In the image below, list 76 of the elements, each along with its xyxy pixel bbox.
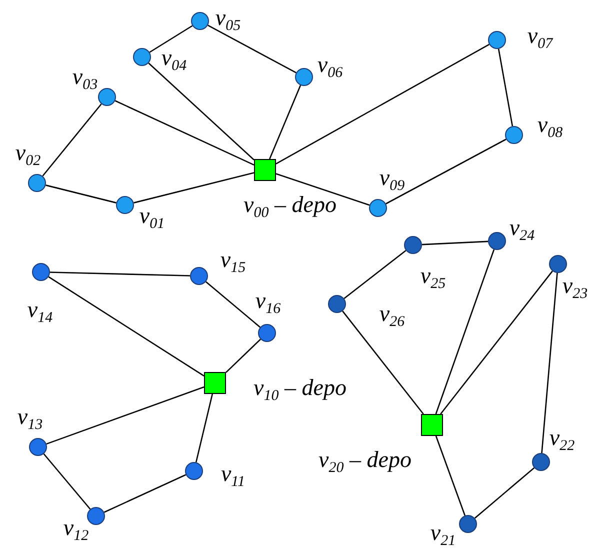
route-edge: [104, 474, 186, 513]
route-edge: [386, 138, 506, 204]
vertex-label: v$_{25}$: [420, 264, 446, 292]
customer-vertex: [258, 324, 276, 342]
customer-vertex: [190, 267, 208, 285]
vertex-label: v$_{08}$: [537, 113, 563, 141]
vertex-label: v$_{04}$: [161, 46, 187, 74]
depot-square: [204, 372, 226, 394]
route-edge: [50, 272, 190, 276]
vertex-label: v$_{10}$ – depo: [254, 376, 346, 404]
vertex-label: v$_{07}$: [527, 24, 553, 52]
route-edge: [440, 270, 553, 414]
vertex-label: v$_{20}$ – depo: [318, 448, 412, 476]
vertex-label: v$_{16}$: [255, 289, 281, 317]
depot-square: [421, 414, 443, 436]
customer-vertex: [459, 515, 477, 533]
route-edge: [474, 467, 535, 519]
route-edge: [344, 250, 406, 299]
customer-vertex: [32, 263, 50, 281]
vertex-label: v$_{23}$: [562, 274, 588, 302]
vertex-label: v$_{09}$: [379, 166, 405, 194]
customer-vertex: [133, 48, 151, 66]
route-edge: [422, 240, 488, 246]
customer-vertex: [532, 453, 550, 471]
customer-vertex: [505, 126, 523, 144]
customer-vertex: [369, 199, 387, 217]
vertex-label: v$_{13}$: [17, 405, 43, 433]
vertex-label: v$_{15}$: [220, 248, 246, 276]
vertex-label: v$_{22}$: [549, 426, 575, 454]
route-edge: [42, 104, 102, 176]
vertex-label: v$_{21}$: [430, 521, 456, 549]
route-edge: [208, 24, 296, 74]
vertex-label: v$_{02}$: [15, 141, 41, 169]
route-edge: [46, 184, 116, 204]
customer-vertex: [488, 232, 506, 250]
vertex-label: v$_{00}$ – depo: [244, 193, 336, 221]
vertex-label: v$_{26}$: [379, 302, 405, 330]
customer-vertex: [328, 295, 346, 313]
vertex-label: v$_{03}$: [72, 65, 98, 93]
customer-vertex: [87, 507, 105, 525]
route-edge: [541, 272, 558, 454]
route-edge: [269, 85, 302, 160]
route-edge: [114, 100, 254, 166]
vertex-label: v$_{24}$: [509, 216, 535, 244]
route-edge: [46, 386, 204, 445]
route-edge: [148, 62, 254, 160]
customer-vertex: [28, 174, 46, 192]
route-edge: [205, 281, 261, 328]
customer-vertex: [29, 438, 47, 456]
route-edge: [276, 44, 490, 164]
vertex-label: v$_{05}$: [215, 6, 241, 34]
vertex-label: v$_{14}$: [27, 298, 53, 326]
route-edge: [48, 276, 204, 377]
vertex-label: v$_{12}$: [63, 516, 89, 544]
route-edge: [149, 25, 193, 53]
customer-vertex: [404, 236, 422, 254]
route-edge: [134, 172, 254, 204]
route-edge: [226, 338, 261, 373]
customer-vertex: [488, 31, 506, 49]
depot-square: [254, 159, 276, 181]
customer-vertex: [98, 88, 116, 106]
vertex-label: v$_{06}$: [317, 53, 343, 81]
customer-vertex: [191, 12, 209, 30]
route-edge: [276, 173, 370, 206]
route-edge: [43, 453, 91, 510]
vertex-label: v$_{01}$: [139, 204, 165, 232]
vertex-label: v$_{11}$: [220, 462, 246, 490]
customer-vertex: [295, 68, 313, 86]
customer-vertex: [116, 196, 134, 214]
route-edge: [498, 48, 514, 126]
customer-vertex: [549, 255, 567, 273]
route-edge: [342, 310, 424, 414]
route-edge: [195, 394, 213, 462]
route-edge: [435, 249, 495, 414]
route-edge: [435, 436, 466, 516]
customer-vertex: [185, 462, 203, 480]
